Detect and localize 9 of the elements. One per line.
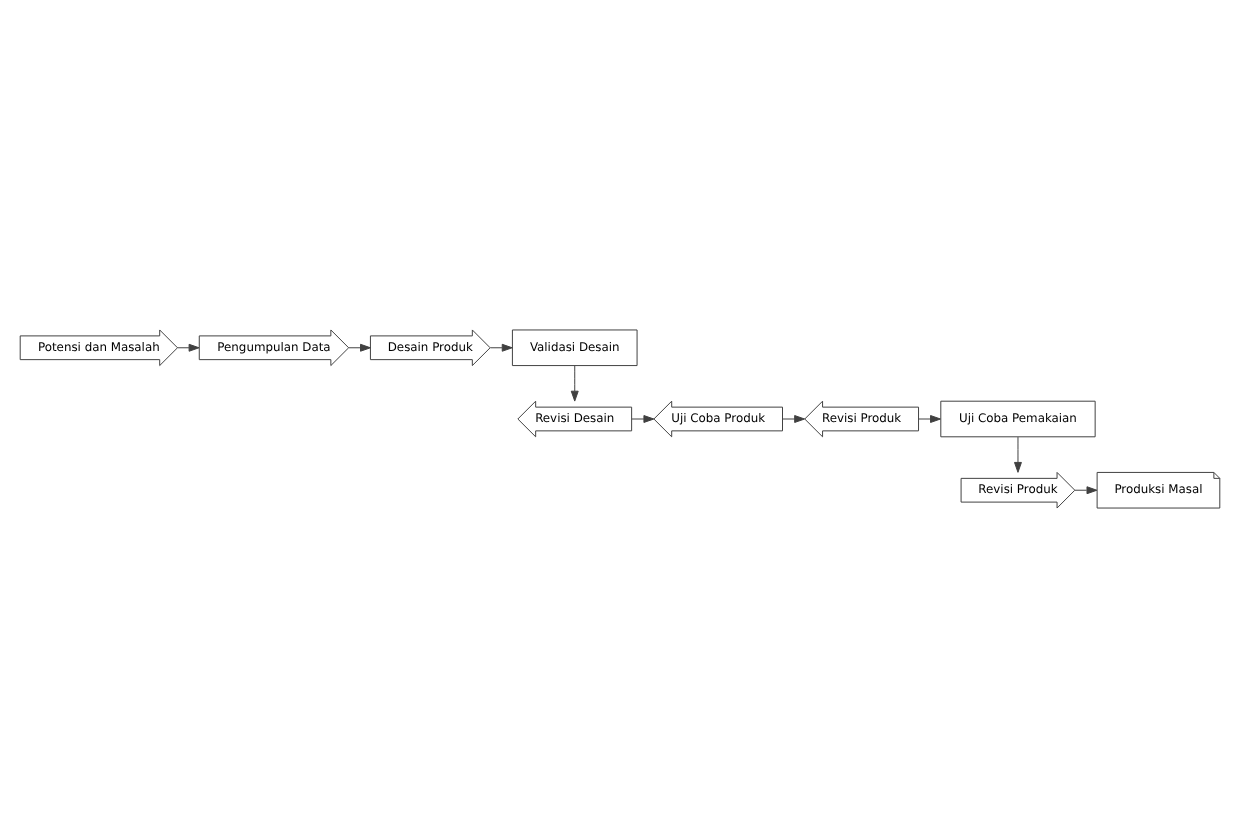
arrow xyxy=(177,343,200,352)
arrow xyxy=(489,343,513,352)
arrow xyxy=(631,415,655,423)
arrow xyxy=(1074,486,1098,495)
arrow xyxy=(348,343,371,352)
arrow xyxy=(1014,436,1022,473)
arrow xyxy=(918,415,941,423)
arrow xyxy=(570,365,579,402)
arrow xyxy=(782,415,806,423)
